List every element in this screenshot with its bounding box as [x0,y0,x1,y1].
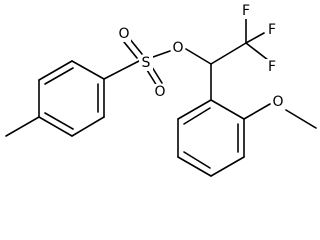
atom-label-f-left: F [242,3,250,19]
atom-fluorine-left: F [239,3,253,19]
bond [103,60,140,80]
bond [44,112,74,130]
bond [128,37,143,55]
bond [38,116,73,137]
atom-label-o-methoxy: O [272,94,283,110]
atom-sulfonyl-oxygen-bottom: O [153,84,167,100]
bond [245,42,269,61]
bond [177,156,212,177]
bond [185,48,212,65]
anisole-ring [177,99,245,177]
bond [245,32,265,44]
bond [146,69,158,87]
bond [183,107,211,125]
atom-label-o-top: O [118,26,129,42]
bond [44,67,74,85]
atom-fluorine-right: F [265,22,279,38]
atom-sulfonyl-oxygen-top: O [117,26,131,42]
atom-methoxy-oxygen: O [271,94,285,110]
bond [285,109,317,129]
bond [243,103,271,120]
bond [183,151,211,169]
bond [71,116,105,137]
bond [123,41,138,59]
atom-fluorine-bottom: F [265,59,279,75]
structure-diagram: S O O O F F F O [5,3,317,177]
bond [151,66,163,84]
bond [210,42,247,65]
bond [152,50,171,58]
bond [38,60,73,81]
bond [177,99,212,120]
methyl-bond [5,116,40,137]
bond [71,60,105,80]
bond [210,156,245,177]
atom-sulfur: S [139,55,153,71]
atom-label-o-ester: O [172,40,183,56]
atom-label-f-right: F [268,22,276,38]
atom-label-o-bottom: O [154,84,165,100]
toluene-ring [38,60,105,137]
atom-label-s: S [142,55,151,71]
bond [210,99,245,120]
atom-label-f-bottom: F [268,59,276,75]
atom-ester-oxygen: O [171,40,185,56]
